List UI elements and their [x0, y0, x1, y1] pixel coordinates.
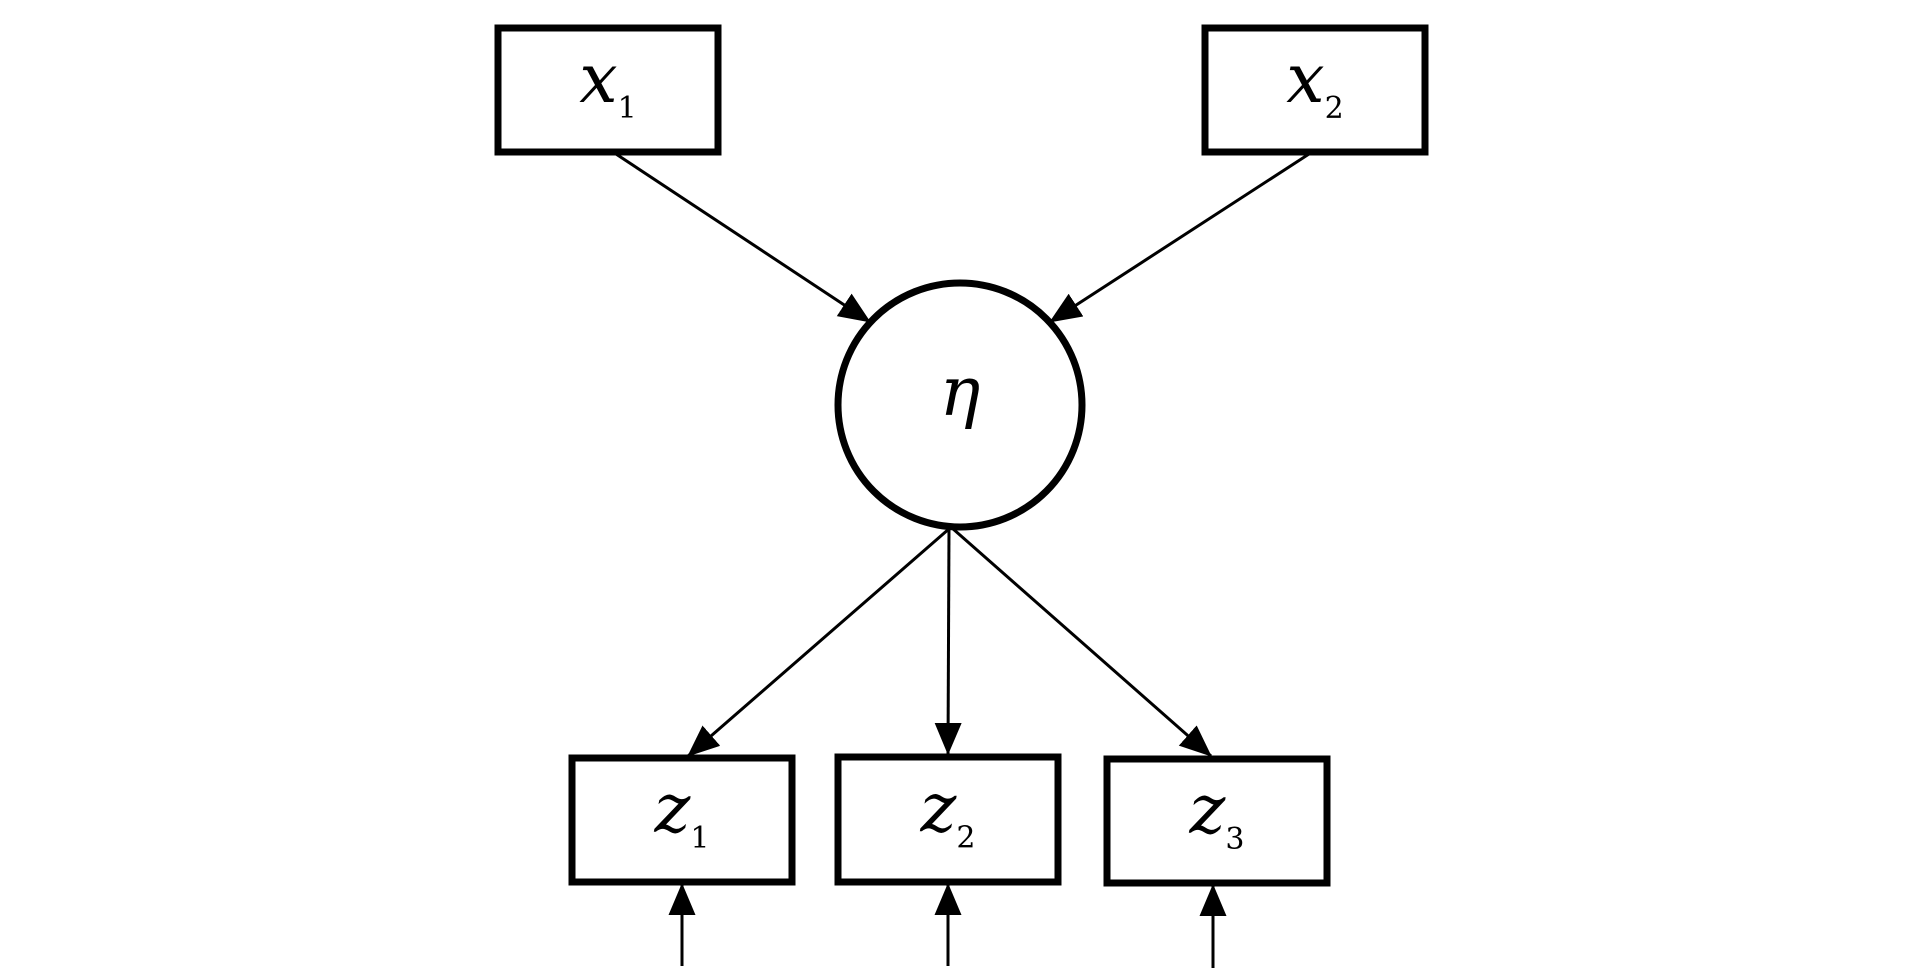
node-x2-label: x2: [1286, 40, 1343, 126]
edge-x1-to-eta: [615, 152, 871, 324]
node-z3-label: z3: [1189, 771, 1245, 857]
edge-x2-to-eta: [1049, 152, 1310, 324]
edge-eta-to-z3: [951, 526, 1212, 758]
node-z2-label: z2: [920, 770, 976, 856]
node-x1-shape: [494, 24, 722, 156]
edge-eta-to-z2: [934, 527, 962, 755]
node-z3-shape: [1103, 755, 1331, 887]
node-z2-shape: [834, 753, 1062, 886]
node-z1-label: z1: [654, 770, 710, 856]
node-eta-label: η: [940, 353, 981, 432]
node-z1-shape: [568, 754, 796, 886]
node-x1-label: x1: [579, 40, 636, 126]
node-x2-shape: [1201, 24, 1429, 156]
node-eta-shape: [834, 279, 1086, 531]
edge-eta-to-z1: [687, 526, 951, 758]
